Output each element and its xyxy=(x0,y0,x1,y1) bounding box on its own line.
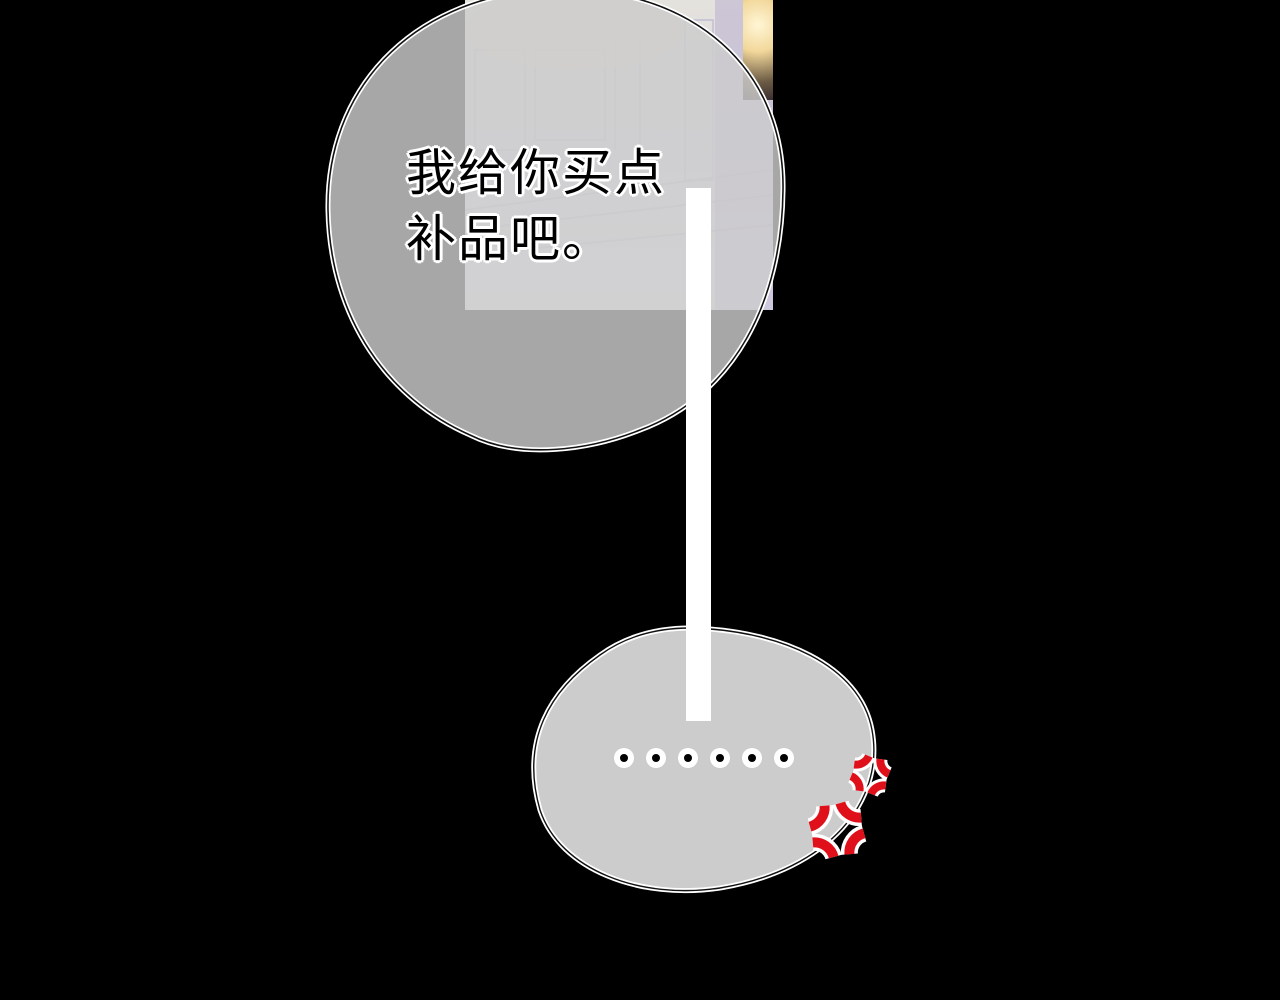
upper-speech-bubble xyxy=(0,0,1280,470)
dot-icon xyxy=(614,748,634,768)
dot-icon xyxy=(710,748,730,768)
dialogue-line-1: 我给你买点 xyxy=(406,144,666,202)
dot-icon xyxy=(774,748,794,768)
dot-icon xyxy=(646,748,666,768)
anger-vein-icon xyxy=(795,735,905,875)
ellipsis-dots xyxy=(614,748,794,768)
dialogue-line-2: 补品吧。 xyxy=(406,210,614,268)
dot-icon xyxy=(742,748,762,768)
white-vertical-bar xyxy=(686,188,711,721)
upper-bubble-text: 我给你买点 补品吧。 xyxy=(406,140,666,272)
dot-icon xyxy=(678,748,698,768)
